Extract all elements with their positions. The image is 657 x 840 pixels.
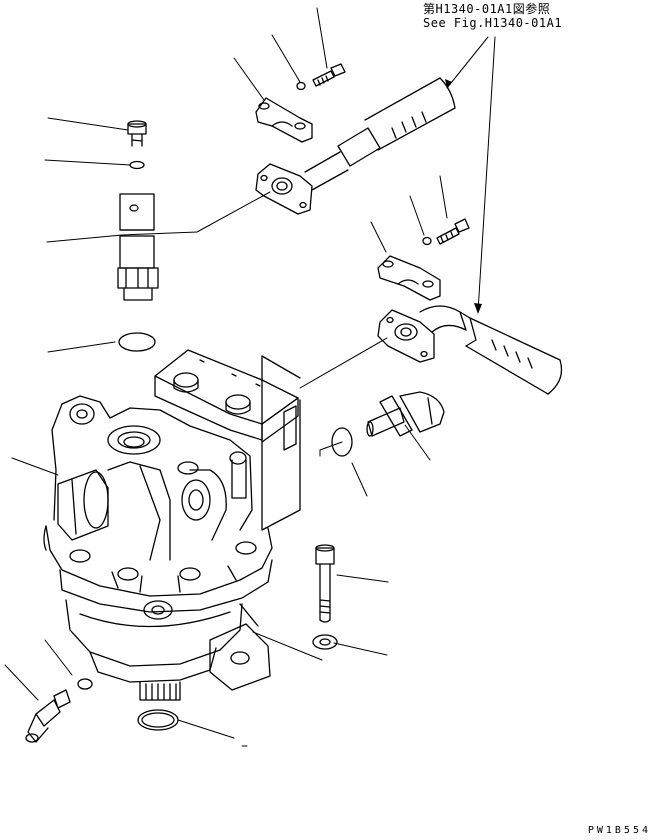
washer-valve [130, 162, 144, 169]
clamp-bolt-right [437, 219, 469, 244]
washer-long-bolt [313, 635, 337, 649]
swing-motor-assembly [44, 350, 300, 700]
o-ring-lower-left [78, 679, 92, 689]
o-ring-bottom-inner [142, 713, 174, 727]
hex-bolt-valve [128, 121, 146, 146]
o-ring-valve [119, 333, 155, 351]
long-bolt [316, 545, 334, 622]
elbow-fitting-right [367, 392, 444, 436]
hydraulic-hose-upper [256, 78, 455, 214]
washer-right [423, 238, 431, 245]
elbow-fitting-lower-left [26, 690, 70, 742]
washer-upper [297, 83, 305, 90]
clamp-bolt-upper [313, 64, 345, 86]
leader-arrowheads [445, 79, 482, 314]
figure-code: PW1B554 [587, 825, 651, 836]
o-ring-right [332, 428, 352, 456]
split-flange-half-right [378, 256, 440, 300]
split-flange-half-upper [256, 98, 312, 142]
o-ring-bottom [138, 710, 178, 730]
reference-note-japanese: 第H1340-01A1図参照 [423, 2, 551, 16]
leader-lines [5, 8, 495, 746]
relief-valve [118, 194, 158, 300]
reference-note-english: See Fig.H1340-01A1 [423, 16, 563, 30]
hydraulic-hose-lower [378, 306, 562, 394]
